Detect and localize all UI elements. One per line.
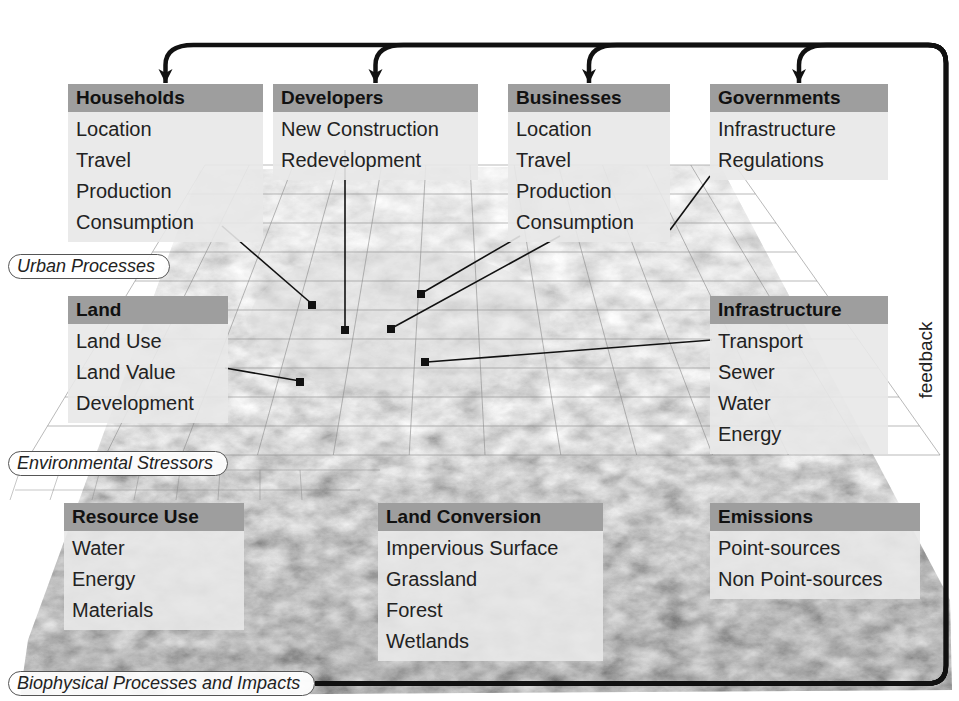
list-item: Materials: [72, 595, 236, 626]
list-item: Transport: [718, 326, 880, 357]
edge-label: feedback: [914, 321, 936, 398]
box-body: WaterEnergyMaterials: [64, 531, 244, 630]
list-item: Development: [76, 388, 220, 419]
list-item: Impervious Surface: [386, 533, 595, 564]
list-item: Forest: [386, 595, 595, 626]
box-heading: Land Conversion: [378, 503, 603, 531]
list-item: Location: [76, 114, 255, 145]
list-item: Infrastructure: [718, 114, 880, 145]
location-markers: [296, 290, 429, 386]
box-body: LocationTravelProductionConsumption: [68, 112, 263, 242]
box-body: Impervious SurfaceGrasslandForestWetland…: [378, 531, 603, 661]
box-body: LocationTravelProductionConsumption: [508, 112, 670, 242]
list-item: Energy: [718, 419, 880, 450]
list-item: Land Use: [76, 326, 220, 357]
layer-label: Urban Processes: [8, 254, 170, 279]
list-item: Water: [718, 388, 880, 419]
terrain-surface: [0, 150, 959, 701]
list-item: Grassland: [386, 564, 595, 595]
category-box: GovernmentsInfrastructureRegulations: [710, 84, 888, 180]
box-heading: Governments: [710, 84, 888, 112]
box-body: Point-sourcesNon Point-sources: [710, 531, 920, 599]
category-box: BusinessesLocationTravelProductionConsum…: [508, 84, 670, 242]
list-item: Consumption: [516, 207, 662, 238]
list-item: Consumption: [76, 207, 255, 238]
category-box: HouseholdsLocationTravelProductionConsum…: [68, 84, 263, 242]
category-box: EmissionsPoint-sourcesNon Point-sources: [710, 503, 920, 599]
list-item: Point-sources: [718, 533, 912, 564]
box-heading: Businesses: [508, 84, 670, 112]
box-body: InfrastructureRegulations: [710, 112, 888, 180]
box-body: TransportSewerWaterEnergy: [710, 324, 888, 454]
box-heading: Households: [68, 84, 263, 112]
layer-name: Urban Processes: [17, 256, 155, 277]
list-item: New Construction: [281, 114, 470, 145]
box-heading: Emissions: [710, 503, 920, 531]
list-item: Regulations: [718, 145, 880, 176]
list-item: Location: [516, 114, 662, 145]
feedback-arrow: [166, 45, 947, 684]
box-heading: Infrastructure: [710, 296, 888, 324]
list-item: Travel: [76, 145, 255, 176]
layer-label: Environmental Stressors: [8, 451, 228, 476]
category-box: DevelopersNew ConstructionRedevelopment: [273, 84, 478, 180]
layer-name: Environmental Stressors: [17, 453, 213, 474]
box-heading: Land: [68, 296, 228, 324]
category-box: Resource UseWaterEnergyMaterials: [64, 503, 244, 630]
category-box: InfrastructureTransportSewerWaterEnergy: [710, 296, 888, 454]
list-item: Redevelopment: [281, 145, 470, 176]
layer-label: Biophysical Processes and Impacts: [8, 671, 315, 696]
list-item: Non Point-sources: [718, 564, 912, 595]
category-box: LandLand UseLand ValueDevelopment: [68, 296, 228, 423]
list-item: Wetlands: [386, 626, 595, 657]
list-item: Land Value: [76, 357, 220, 388]
leader-line: [670, 176, 710, 230]
list-item: Sewer: [718, 357, 880, 388]
list-item: Travel: [516, 145, 662, 176]
box-body: New ConstructionRedevelopment: [273, 112, 478, 180]
box-body: Land UseLand ValueDevelopment: [68, 324, 228, 423]
list-item: Energy: [72, 564, 236, 595]
category-box: Land ConversionImpervious SurfaceGrassla…: [378, 503, 603, 661]
list-item: Water: [72, 533, 236, 564]
list-item: Production: [516, 176, 662, 207]
list-item: Production: [76, 176, 255, 207]
box-heading: Developers: [273, 84, 478, 112]
box-heading: Resource Use: [64, 503, 244, 531]
layer-name: Biophysical Processes and Impacts: [17, 673, 300, 694]
